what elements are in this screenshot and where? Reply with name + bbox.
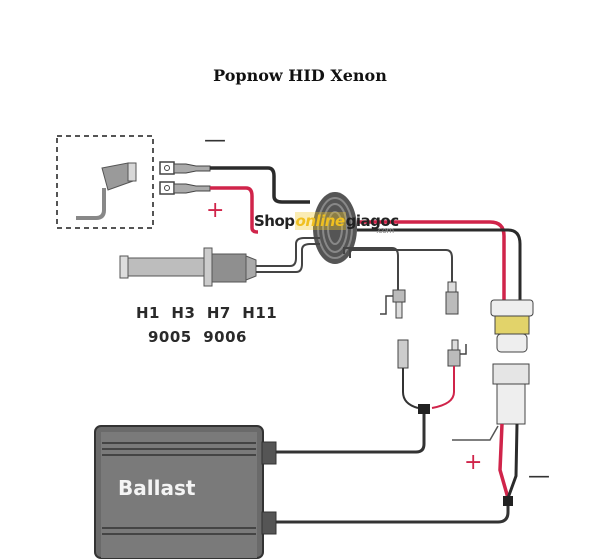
plus-sign-bottom: + — [464, 450, 483, 475]
negative-wire-bottom — [506, 423, 519, 499]
watermark-online: online — [294, 212, 346, 230]
watermark-shop: Shop — [254, 212, 295, 230]
rubber-grommet — [313, 192, 357, 264]
bulb-types-line1: H1 H3 H7 H11 — [136, 304, 278, 322]
diagram-title: Popnow HID Xenon — [213, 66, 387, 85]
split-wire-black — [402, 368, 419, 409]
watermark-giagoc: giagoc — [345, 212, 399, 230]
negative-wire-top — [210, 166, 310, 204]
positive-wire-bottom — [498, 423, 510, 499]
power-connector — [490, 299, 534, 425]
connector-pointer-line — [452, 425, 499, 441]
ballast-input-wire-upper — [274, 414, 426, 454]
original-connector — [56, 135, 154, 229]
ballast-input-wire-lower — [274, 506, 510, 524]
hid-bulb — [119, 237, 320, 287]
negative-wire-main — [357, 228, 522, 300]
bullet-connectors — [380, 281, 467, 369]
watermark: Shoponlinegiagoc .com — [254, 212, 399, 235]
igniter-wire-right — [349, 249, 453, 282]
split-wire-red — [431, 366, 455, 409]
spade-terminals — [159, 161, 211, 195]
positive-wire-main — [357, 220, 506, 300]
watermark-com: .com — [376, 226, 394, 235]
ballast-box — [94, 425, 277, 559]
wire-junction-bottom — [503, 496, 513, 506]
minus-sign-bottom: — — [528, 464, 550, 489]
positive-wire-top — [210, 186, 259, 234]
igniter-wire-left — [343, 247, 399, 290]
minus-sign-top: — — [204, 128, 226, 153]
ballast-label: Ballast — [118, 476, 196, 500]
wire-junction — [418, 404, 430, 414]
plus-sign-top: + — [206, 198, 225, 223]
bulb-types-line2: 9005 9006 — [148, 328, 247, 346]
